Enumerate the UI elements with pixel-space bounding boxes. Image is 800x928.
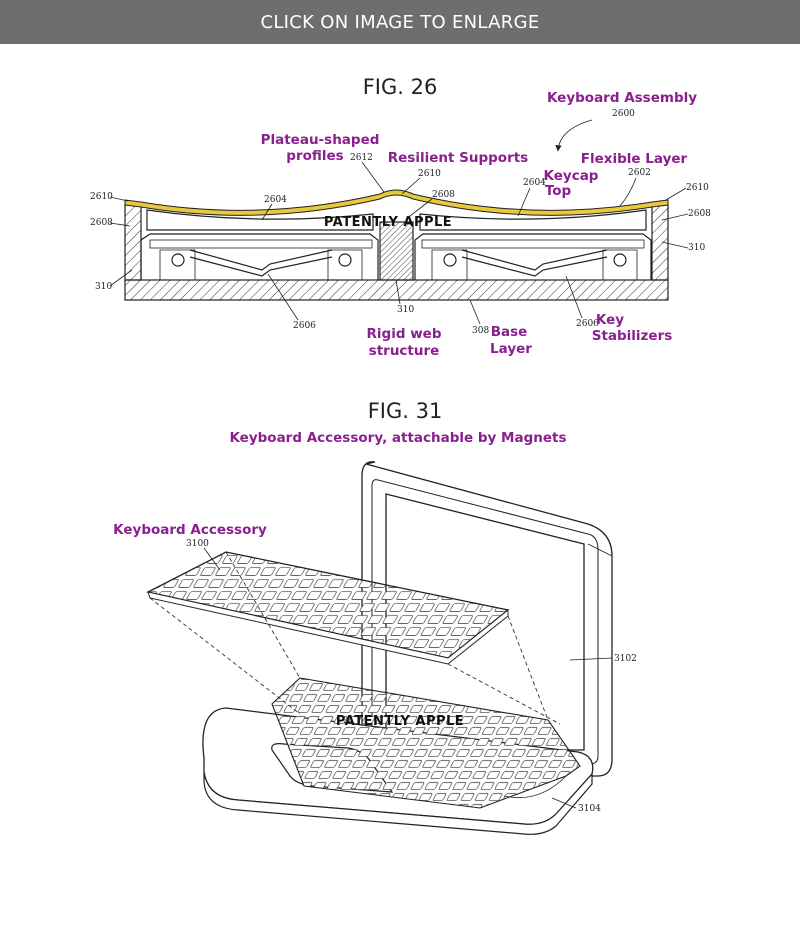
ref-2606-left: 2606 bbox=[293, 321, 316, 331]
keycap-right bbox=[419, 209, 647, 231]
ref-310-left: 310 bbox=[95, 282, 112, 292]
keycap-left bbox=[146, 209, 374, 231]
ref-2608-right: 2608 bbox=[688, 209, 711, 219]
label-keycap-2: Top bbox=[545, 183, 572, 199]
ref-2604-right: 2604 bbox=[523, 178, 546, 188]
right-housing bbox=[414, 233, 652, 280]
rigid-web-structure bbox=[379, 221, 414, 281]
ref-2604-left: 2604 bbox=[264, 195, 287, 205]
ref-2612: 2612 bbox=[350, 153, 373, 163]
left-housing bbox=[140, 233, 379, 280]
ref-2610-right: 2610 bbox=[686, 183, 709, 193]
ref-2602: 2602 bbox=[628, 168, 651, 178]
ref-2610-mid: 2610 bbox=[418, 169, 441, 179]
label-resilient-supports: Resilient Supports bbox=[388, 150, 528, 166]
ref-308: 308 bbox=[472, 326, 489, 336]
label-key-stab-2: Stabilizers bbox=[592, 328, 673, 344]
fig26-title: FIG. 26 bbox=[363, 75, 438, 99]
fig26-drawing: FIG. 26 bbox=[90, 75, 711, 359]
fig31-subtitle: Keyboard Accessory, attachable by Magnet… bbox=[229, 430, 566, 446]
left-stabilizer bbox=[159, 249, 363, 280]
laptop-keyboard bbox=[271, 677, 581, 809]
ref-2606-right: 2606 bbox=[576, 319, 599, 329]
alignment-lines bbox=[149, 551, 561, 725]
fig31-watermark: PATENTLY APPLE bbox=[336, 714, 464, 729]
label-base-1: Base bbox=[491, 324, 528, 340]
label-keyboard-assembly: Keyboard Assembly bbox=[547, 90, 697, 106]
label-rigid-1: Rigid web bbox=[367, 326, 442, 342]
flexible-layer bbox=[124, 189, 669, 216]
label-base-2: Layer bbox=[490, 341, 532, 357]
ref-3102: 3102 bbox=[614, 654, 637, 664]
left-wall bbox=[124, 203, 142, 281]
figure-31[interactable]: FIG. 31 Keyboard Accessory, attachable b… bbox=[0, 374, 800, 924]
ref-2608-left: 2608 bbox=[90, 218, 113, 228]
label-plateau-1: Plateau-shaped bbox=[261, 132, 380, 148]
label-keycap-1: Keycap bbox=[544, 168, 599, 184]
fig31-drawing: FIG. 31 Keyboard Accessory, attachable b… bbox=[113, 399, 637, 835]
label-plateau-2: profiles bbox=[286, 148, 343, 164]
banner-text: CLICK ON IMAGE TO ENLARGE bbox=[260, 11, 540, 33]
fig26-watermark: PATENTLY APPLE bbox=[324, 215, 452, 230]
laptop-base bbox=[202, 677, 594, 835]
right-stabilizer bbox=[431, 249, 638, 280]
right-wall bbox=[651, 203, 669, 281]
label-keyboard-accessory: Keyboard Accessory bbox=[113, 522, 267, 538]
ref-310-right: 310 bbox=[688, 243, 705, 253]
click-to-enlarge-banner[interactable]: CLICK ON IMAGE TO ENLARGE bbox=[0, 0, 800, 44]
ref-3104: 3104 bbox=[578, 804, 601, 814]
fig31-title: FIG. 31 bbox=[368, 399, 443, 423]
label-flexible-layer: Flexible Layer bbox=[581, 151, 688, 167]
ref-2610-left: 2610 bbox=[90, 192, 113, 202]
ref-2600: 2600 bbox=[612, 109, 635, 119]
label-rigid-2: structure bbox=[369, 343, 440, 359]
label-key-stab-1: Key bbox=[596, 312, 624, 328]
ref-310-mid: 310 bbox=[397, 305, 414, 315]
figure-26[interactable]: FIG. 26 bbox=[0, 44, 800, 374]
ref-2608-mid: 2608 bbox=[432, 190, 455, 200]
ref-3100: 3100 bbox=[186, 539, 209, 549]
